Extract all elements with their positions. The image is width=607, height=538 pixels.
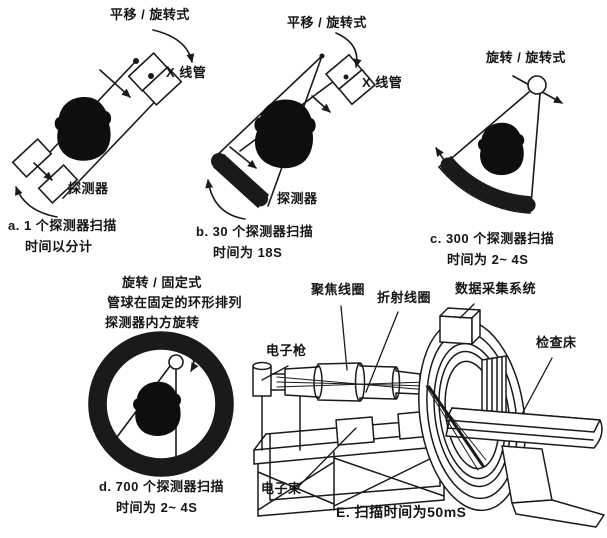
panel-e-caption: E. 扫描时间为50mS bbox=[336, 504, 467, 520]
exam-couch bbox=[445, 407, 603, 449]
panel-b-caption-line2: 时间为 18S bbox=[213, 245, 283, 260]
panel-b-title: 平移 / 旋转式 bbox=[287, 15, 367, 30]
panel-b-tube-label: X 线管 bbox=[362, 75, 403, 90]
panel-a-caption-line2: 时间以分计 bbox=[25, 239, 93, 254]
detector-array-b bbox=[212, 153, 270, 209]
panel-d-drawing bbox=[88, 331, 234, 477]
head-silhouette bbox=[248, 95, 319, 173]
panel-a-tube-label: X 线管 bbox=[166, 65, 207, 80]
panel-b-drawing bbox=[205, 32, 377, 220]
detector-arc-hatch bbox=[440, 157, 537, 213]
focus-coil-drawing bbox=[354, 362, 366, 402]
panel-d-title: 旋转 / 固定式 bbox=[122, 275, 202, 290]
panel-a-title: 平移 / 旋转式 bbox=[110, 7, 190, 22]
panel-a-caption: a. 1 个探测器扫描 时间以分计 bbox=[8, 215, 117, 257]
detector-arc-c bbox=[437, 155, 532, 214]
daq-box bbox=[439, 307, 481, 345]
panel-c-caption-line1: c. 300 个探测器扫描 bbox=[430, 231, 555, 246]
electron-gun-label: 电子枪 bbox=[266, 343, 307, 358]
panel-b-detector-label: 探测器 bbox=[277, 191, 318, 206]
electron-beam-lines bbox=[276, 376, 429, 391]
panel-c-caption: c. 300 个探测器扫描 时间为 2~ 4S bbox=[430, 228, 554, 270]
couch-label: 检查床 bbox=[536, 335, 577, 350]
panel-a-drawing bbox=[11, 29, 195, 218]
electron-gun-drawing bbox=[252, 361, 286, 451]
daq-label: 数据采集系统 bbox=[455, 281, 537, 296]
xray-tube-c bbox=[527, 75, 547, 95]
beam-bundle bbox=[425, 385, 487, 471]
focus-coil-label: 聚焦线圈 bbox=[311, 282, 366, 297]
panel-a-detector-label: 探测器 bbox=[68, 181, 109, 196]
rotate-arrow bbox=[152, 29, 195, 63]
head-silhouette bbox=[54, 97, 112, 161]
panel-c-title: 旋转 / 旋转式 bbox=[486, 50, 566, 65]
panel-b-caption: b. 30 个探测器扫描 时间为 18S bbox=[196, 221, 313, 263]
rotate-arrow bbox=[15, 186, 58, 218]
panel-c-caption-line2: 时间为 2~ 4S bbox=[447, 252, 529, 267]
panel-a-caption-line1: a. 1 个探测器扫描 bbox=[8, 218, 117, 233]
rotate-arrow bbox=[205, 179, 246, 220]
panel-d-caption: d. 700 个探测器扫描 时间为 2~ 4S bbox=[99, 476, 224, 518]
electron-beam-label: 电子束 bbox=[261, 481, 302, 496]
panel-d-subtitle-line2: 探测器内方旋转 bbox=[105, 315, 200, 330]
rotate-arrow bbox=[335, 32, 362, 68]
leader-lines bbox=[261, 303, 553, 488]
detector-a bbox=[11, 137, 53, 179]
panel-d-caption-line1: d. 700 个探测器扫描 bbox=[99, 479, 224, 494]
panel-e-drawing bbox=[252, 303, 605, 528]
panel-c-drawing bbox=[435, 75, 563, 214]
xray-tube-d bbox=[168, 354, 184, 370]
deflection-coil-label: 折射线圈 bbox=[377, 290, 432, 305]
panel-d-caption-line2: 时间为 2~ 4S bbox=[116, 500, 198, 515]
detector-ring-hatch bbox=[89, 332, 233, 476]
detector-ring-outer bbox=[88, 331, 234, 477]
panel-d-subtitle-line1: 管球在固定的环形排列 bbox=[107, 295, 243, 310]
detector-block bbox=[481, 355, 507, 419]
detector-array-hatch bbox=[211, 153, 271, 209]
panel-b-caption-line1: b. 30 个探测器扫描 bbox=[196, 224, 314, 239]
couch-base bbox=[511, 499, 605, 528]
rotate-arrow bbox=[186, 350, 199, 372]
